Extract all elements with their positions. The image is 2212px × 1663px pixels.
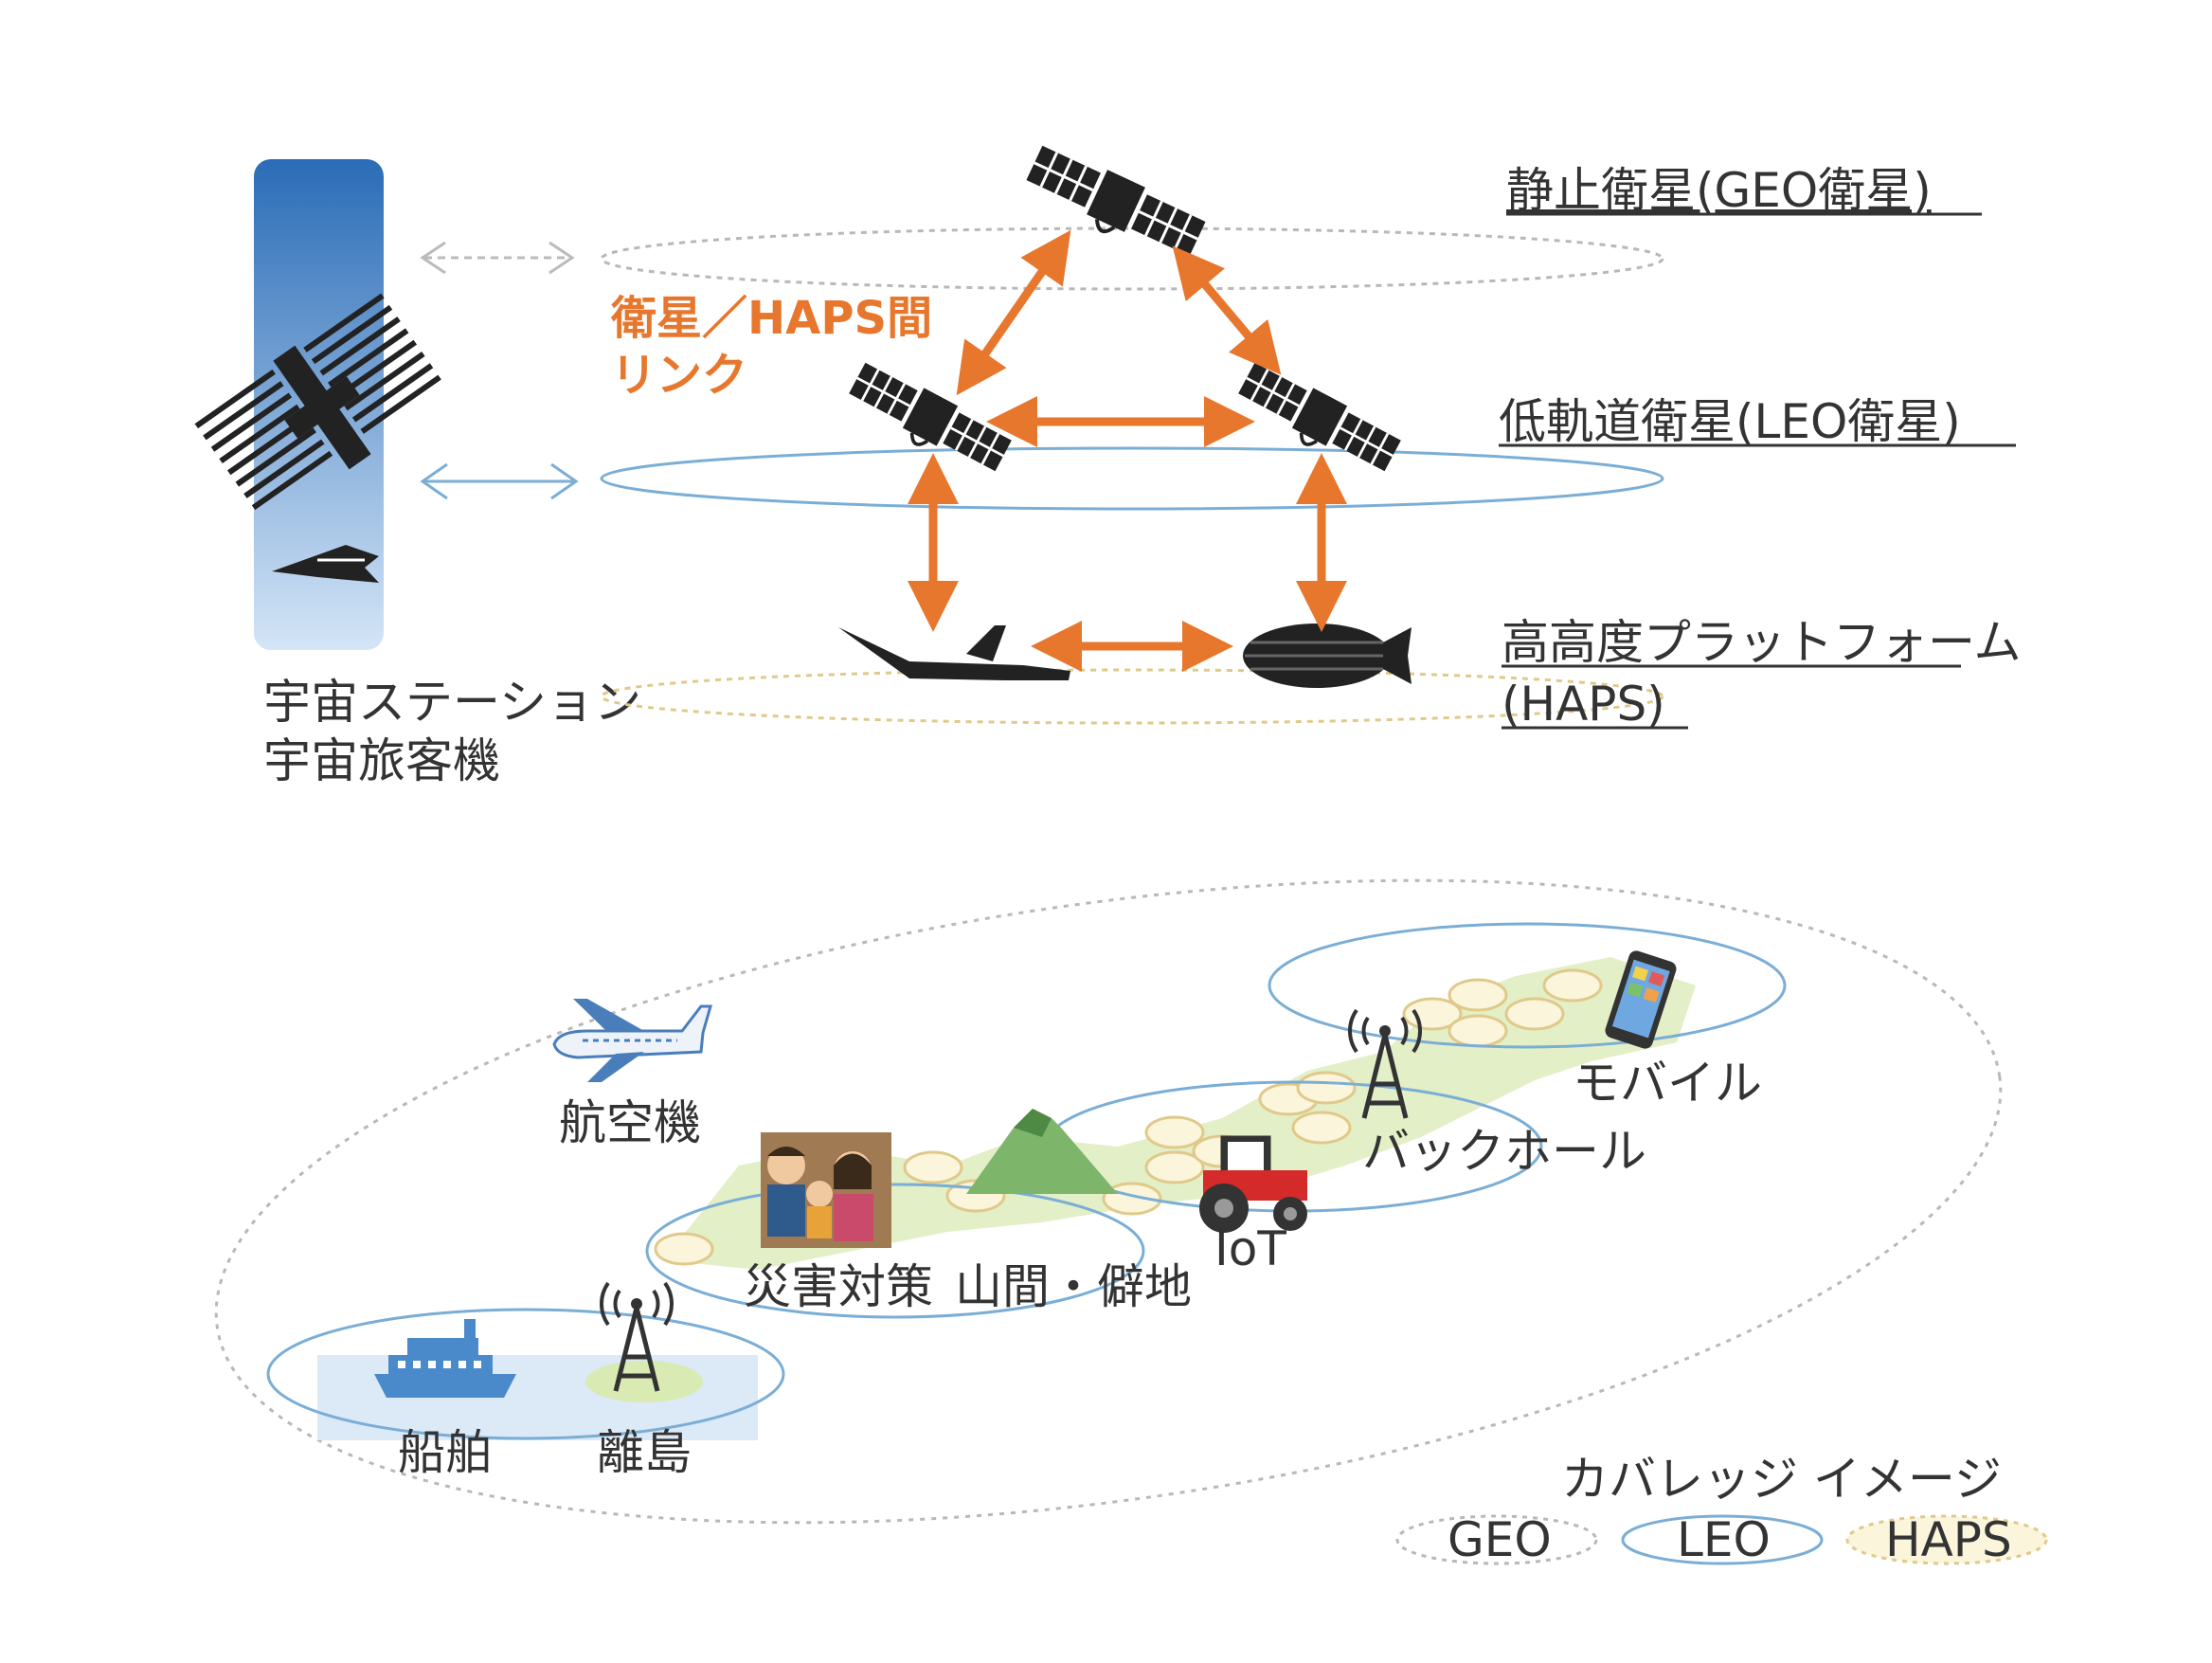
iot-label: IoT <box>1214 1221 1286 1276</box>
family-icon <box>761 1132 891 1248</box>
link-label-1: 衛星／HAPS間 <box>610 292 932 345</box>
haps-layer-label-2: (HAPS) <box>1502 677 1665 732</box>
island-label: 離島 <box>597 1425 692 1480</box>
japan-land <box>663 957 1696 1270</box>
ship-label: 船舶 <box>398 1425 493 1480</box>
haps-orbit <box>600 668 1664 725</box>
geo-double-arrow <box>420 241 575 275</box>
link-arrows <box>908 229 1347 672</box>
haps-layer-label-1: 高高度プラットフォーム <box>1502 615 2022 670</box>
haps-aircraft-icon <box>838 625 1070 680</box>
ship-icon <box>374 1319 516 1398</box>
legend-geo-swatch <box>1395 1514 1598 1565</box>
legend-haps-swatch <box>1845 1514 2048 1565</box>
leo-satellite-right-icon <box>1230 356 1406 485</box>
geo-layer-label: 静止衛星(GEO衛星) <box>1506 163 1932 218</box>
mountain-label: 山間・僻地 <box>955 1259 1192 1314</box>
geo-orbit <box>600 226 1664 291</box>
airship-icon <box>1243 624 1412 688</box>
space-station-icon <box>194 293 441 511</box>
airplane-icon <box>552 999 712 1082</box>
link-label-2: リンク <box>611 349 747 402</box>
legend-title: カバレッジ イメージ <box>1561 1452 2002 1507</box>
disaster-label: 災害対策 <box>744 1259 933 1314</box>
space-label-2: 宇宙旅客機 <box>263 733 500 788</box>
haps-cells <box>654 968 1603 1266</box>
leo-layer-label: 低軌道衛星(LEO衛星) <box>1499 394 1961 449</box>
geo-satellite-icon <box>1018 138 1211 271</box>
mobile-icon <box>1605 950 1677 1049</box>
mobile-label: モバイル <box>1573 1056 1762 1111</box>
mountain-icon <box>966 1109 1118 1194</box>
space-label-1: 宇宙ステーション <box>263 675 641 730</box>
legend-leo-swatch <box>1621 1514 1824 1565</box>
island-shape <box>585 1361 703 1402</box>
legend-geo: GEO <box>1448 1512 1552 1567</box>
space-plane-icon <box>272 545 379 583</box>
leo-orbit <box>600 446 1664 511</box>
tractor-icon <box>1199 1135 1307 1233</box>
airplane-label: 航空機 <box>559 1095 701 1150</box>
legend-haps: HAPS <box>1885 1512 2012 1567</box>
backhaul-label: バックホール <box>1362 1124 1646 1179</box>
legend-leo: LEO <box>1677 1512 1771 1567</box>
geo-coverage <box>214 878 2003 1525</box>
leo-satellite-left-icon <box>840 356 1016 485</box>
leo-double-arrow <box>420 462 579 500</box>
